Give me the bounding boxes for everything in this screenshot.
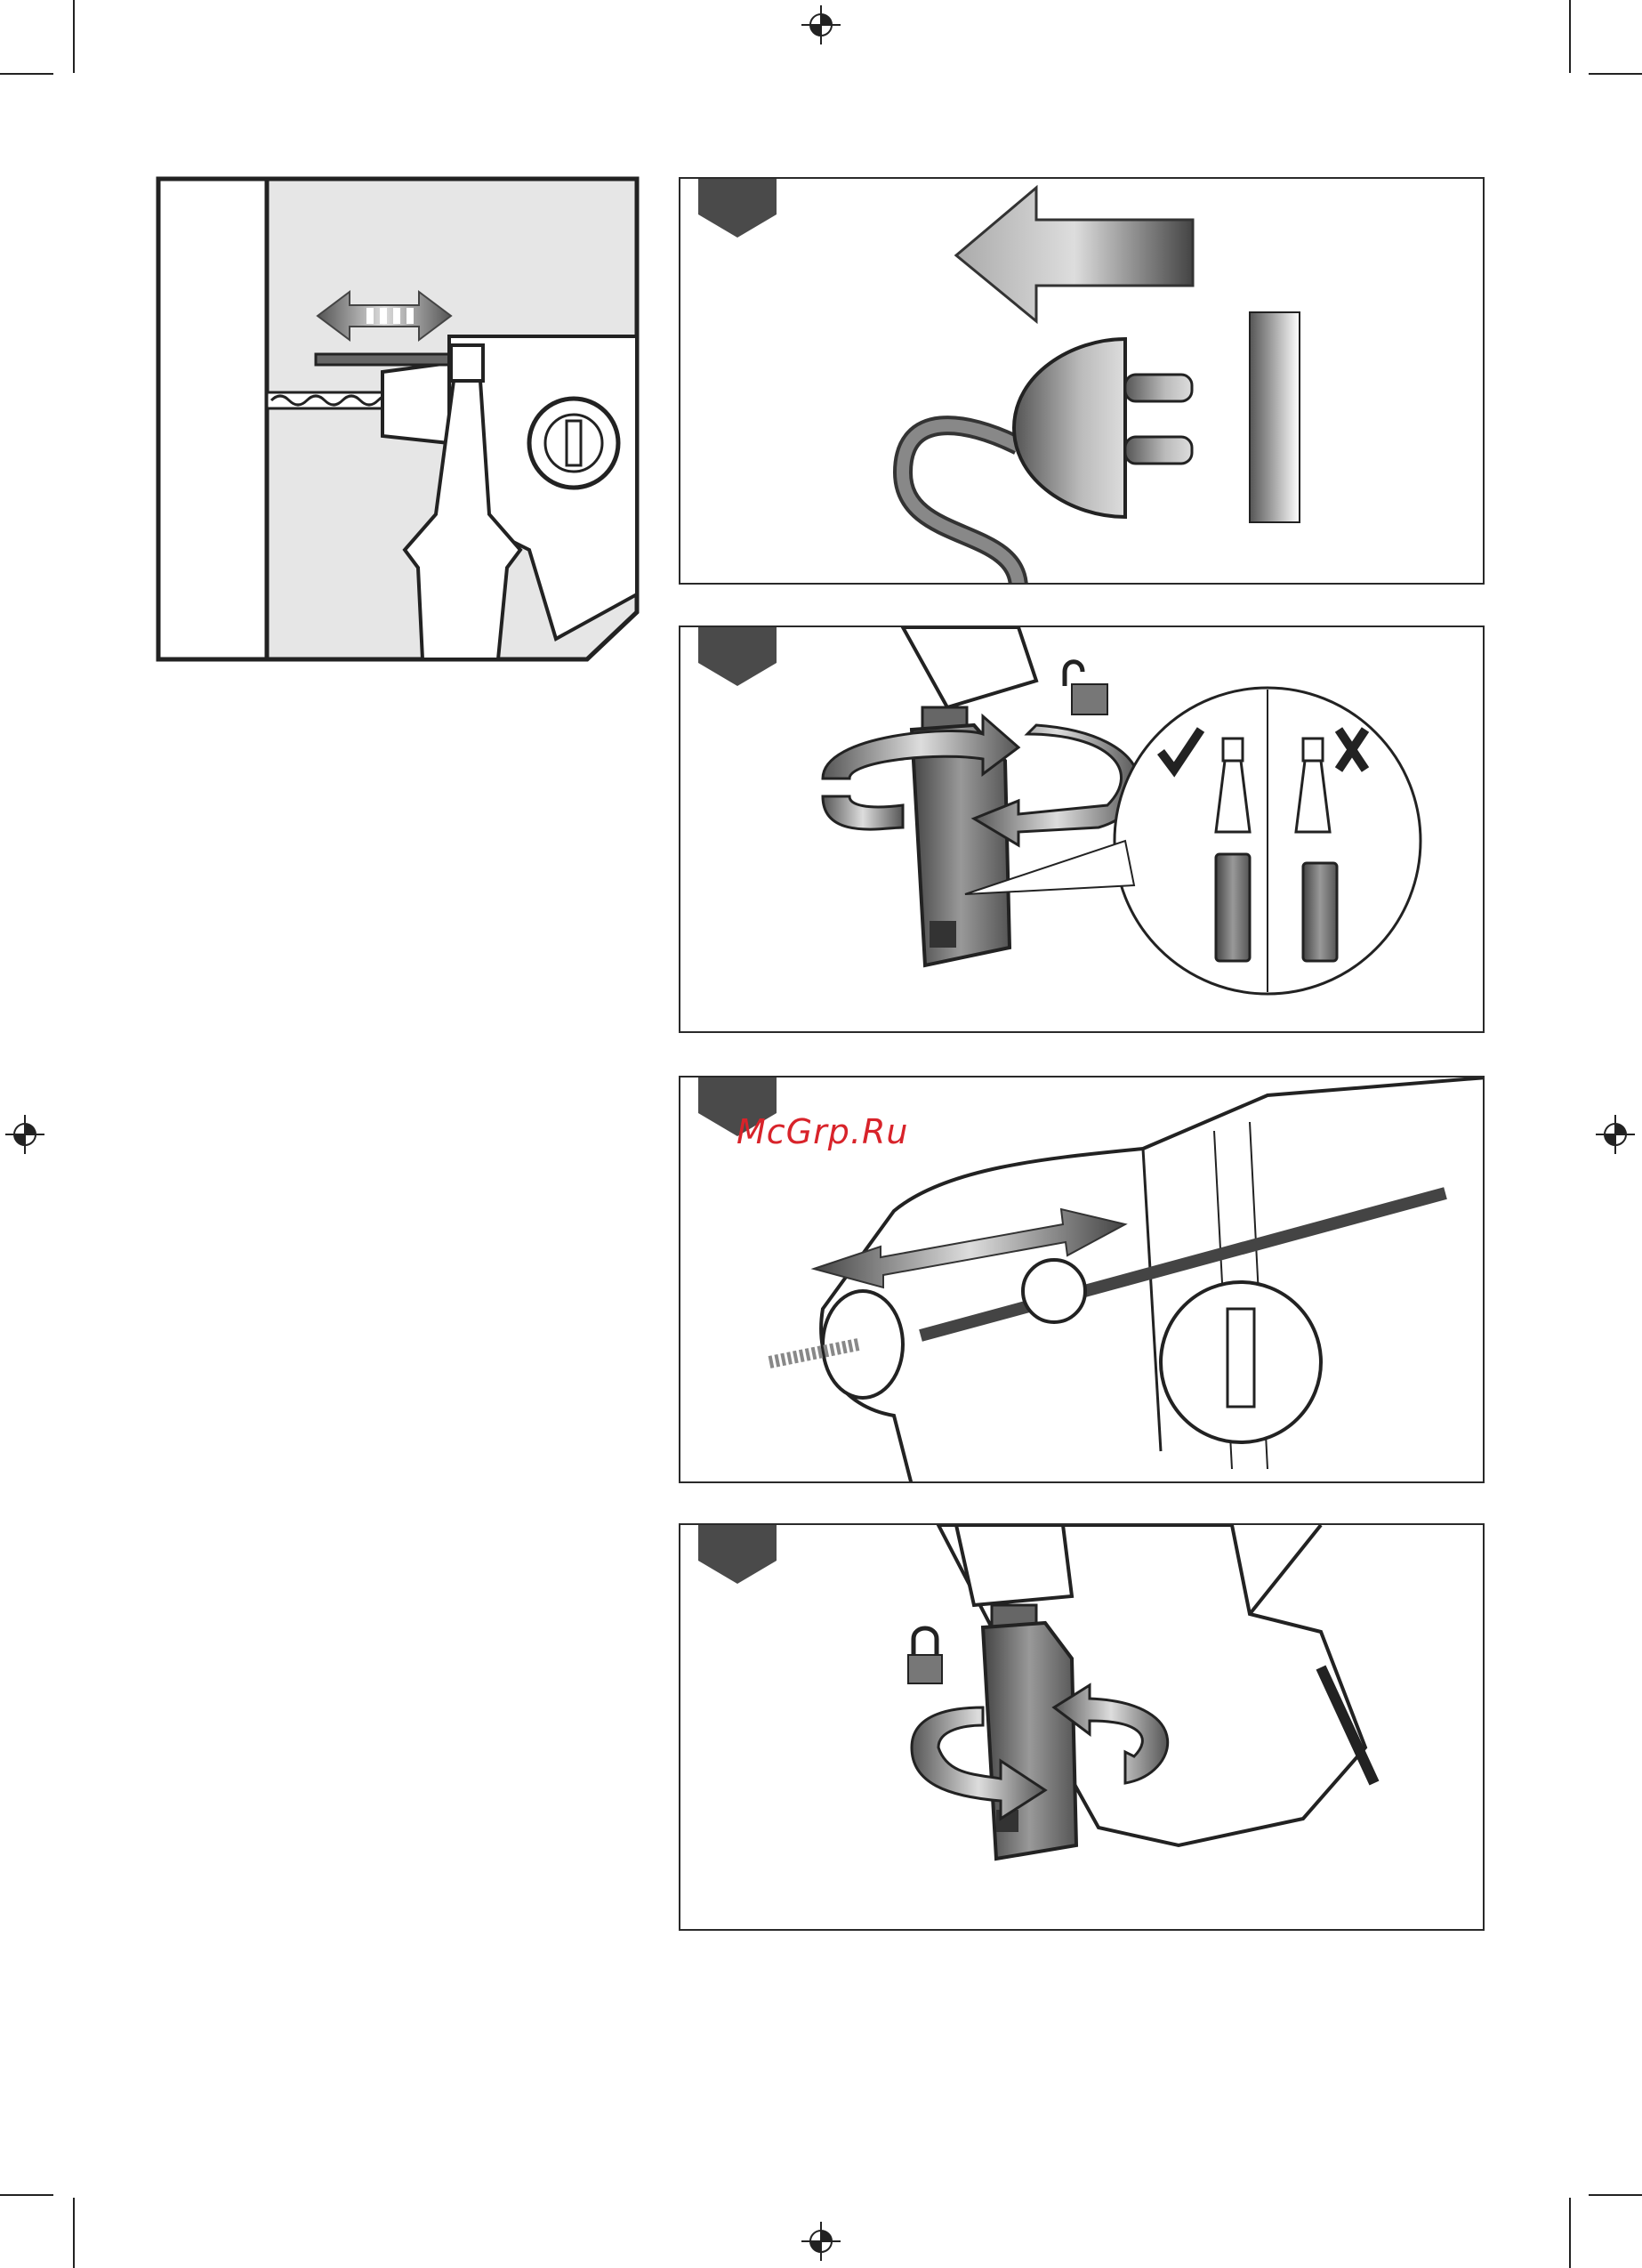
crop-mark-br-v	[1569, 2198, 1571, 2268]
step-flag	[698, 179, 777, 238]
crop-mark-tr-h	[1589, 73, 1642, 75]
crop-mark-tr-v	[1569, 0, 1571, 73]
plug-icon	[903, 339, 1192, 585]
crop-mark-bl-h	[0, 2194, 53, 2196]
socket-icon	[1250, 312, 1300, 522]
registration-mark-bottom	[801, 2222, 841, 2261]
lock-icon	[908, 1628, 942, 1683]
watermark-text: McGrp.Ru	[736, 1112, 908, 1151]
crop-mark-bl-v	[73, 2198, 75, 2268]
fig-handle-tighten	[679, 1523, 1485, 1931]
arrow-left-icon	[956, 188, 1193, 321]
fig-unplug	[679, 177, 1485, 585]
crop-mark-tl-h	[0, 73, 53, 75]
step-flag	[698, 627, 777, 686]
fig-drill-depth	[156, 176, 640, 662]
crop-mark-tl-v	[73, 0, 75, 73]
wall-icon	[158, 179, 267, 659]
fig-handle-loosen	[679, 626, 1485, 1033]
crop-mark-br-h	[1589, 2194, 1642, 2196]
registration-mark-left	[5, 1115, 44, 1154]
registration-mark-top	[801, 5, 841, 44]
step-flag	[698, 1525, 777, 1584]
unlock-icon	[1065, 662, 1107, 714]
registration-mark-right	[1596, 1115, 1635, 1154]
drill-bit-icon	[267, 392, 400, 408]
